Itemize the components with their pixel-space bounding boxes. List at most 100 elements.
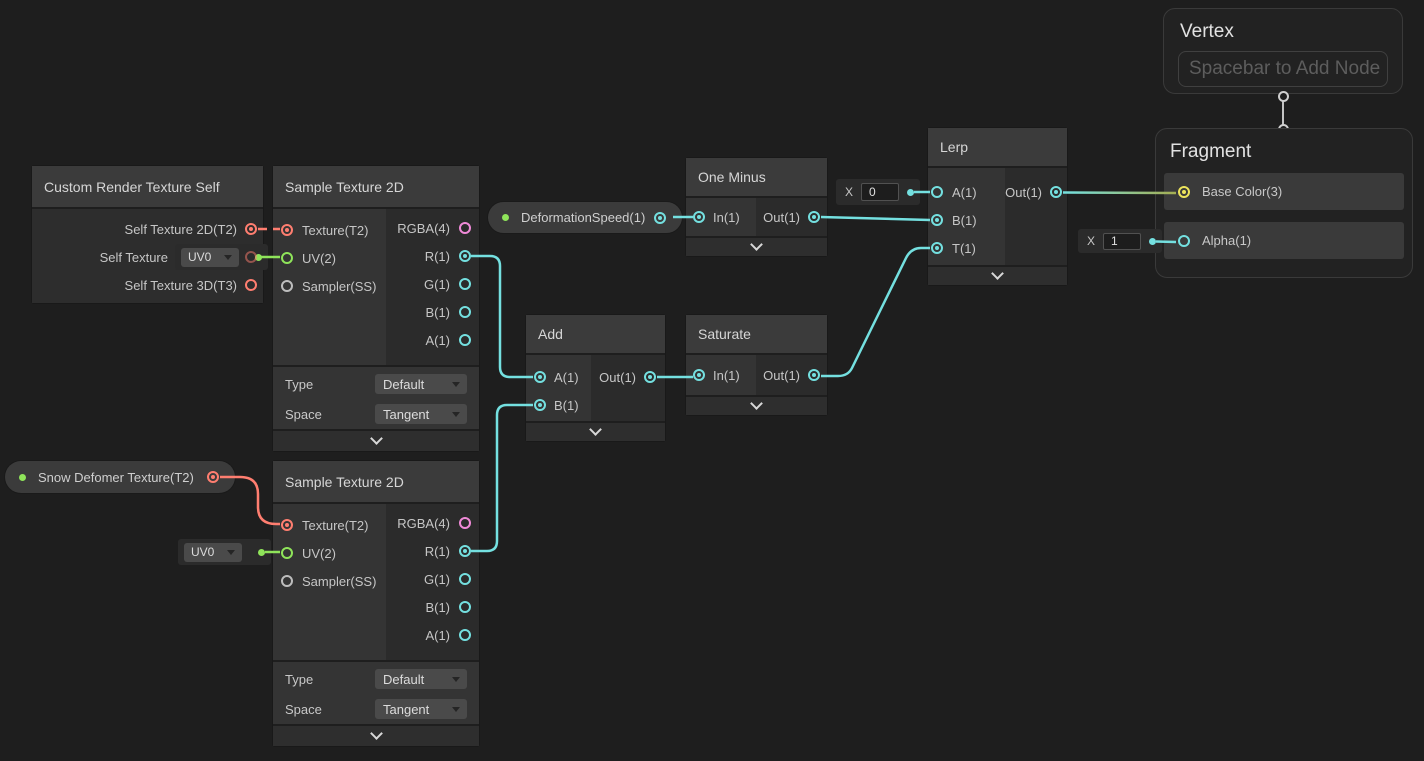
input-port-uv[interactable] [281, 252, 293, 264]
input-port-in[interactable] [693, 369, 705, 381]
input-port-texture[interactable] [281, 224, 293, 236]
node-saturate[interactable]: Saturate In(1) Out(1) [686, 315, 827, 415]
node-sample-texture-2d-top[interactable]: Sample Texture 2D Texture(T2) UV(2) Samp… [273, 166, 479, 451]
uv-channel-dropdown[interactable]: UV0 [184, 542, 242, 562]
space-dropdown[interactable]: Tangent [375, 404, 467, 424]
collapse-button[interactable] [686, 238, 827, 256]
default-value-widget-uv-bottom[interactable]: UV0 [178, 539, 271, 565]
port-label: Base Color(3) [1202, 184, 1283, 199]
property-node-snow-deformer-texture[interactable]: Snow Defomer Texture(T2) [5, 461, 235, 493]
port-label: T(1) [952, 240, 976, 256]
input-port-b[interactable] [534, 399, 546, 411]
wire-saturate-to-lerp-t[interactable] [821, 246, 930, 378]
output-port-r[interactable] [459, 250, 471, 262]
input-port-in[interactable] [693, 211, 705, 223]
output-port-self-texture-cube[interactable] [245, 251, 257, 263]
vertex-context-node[interactable]: Vertex Spacebar to Add Node [1163, 8, 1403, 94]
node-header[interactable]: Saturate [686, 315, 827, 353]
node-header[interactable]: Sample Texture 2D [273, 461, 479, 502]
uv-channel-value: UV0 [191, 545, 215, 559]
node-sample-texture-2d-bottom[interactable]: Sample Texture 2D Texture(T2) UV(2) Samp… [273, 461, 479, 746]
output-port[interactable] [654, 211, 666, 224]
collapse-button[interactable] [273, 431, 479, 451]
input-port-a[interactable] [534, 371, 546, 383]
node-custom-render-texture-self[interactable]: Custom Render Texture Self Self Texture … [32, 166, 263, 303]
input-port-sampler[interactable] [281, 575, 293, 587]
port-label: UV(2) [302, 545, 336, 561]
type-dropdown[interactable]: Default [375, 669, 467, 689]
output-port[interactable] [207, 471, 219, 483]
dropdown-arrow-icon [452, 706, 460, 712]
uv-channel-dropdown[interactable]: UV0 [181, 247, 239, 267]
space-label: Space [285, 701, 322, 717]
space-dropdown[interactable]: Tangent [375, 699, 467, 719]
port-label: In(1) [713, 367, 740, 383]
port-label: Self Texture [99, 249, 168, 265]
port-label: UV(2) [302, 250, 336, 266]
collapse-button[interactable] [928, 267, 1067, 285]
node-add[interactable]: Add A(1) B(1) Out(1) [526, 315, 665, 441]
output-port-b[interactable] [459, 601, 471, 613]
collapse-button[interactable] [526, 423, 665, 441]
type-dropdown[interactable]: Default [375, 374, 467, 394]
input-port-texture[interactable] [281, 519, 293, 531]
output-port-b[interactable] [459, 306, 471, 318]
port-label: B(1) [952, 212, 977, 228]
base-color-slot[interactable]: Base Color(3) [1164, 173, 1404, 210]
default-value-widget-alpha[interactable]: X 1 [1078, 229, 1162, 253]
chevron-down-icon [750, 397, 763, 410]
output-port-out[interactable] [808, 211, 820, 223]
type-label: Type [285, 671, 314, 687]
node-title: One Minus [698, 169, 766, 185]
value-input[interactable]: 1 [1103, 232, 1142, 250]
exposed-property-dot-icon [502, 214, 509, 221]
output-port-rgba[interactable] [459, 222, 471, 234]
node-lerp[interactable]: Lerp A(1) B(1) T(1) Out(1) [928, 128, 1067, 285]
output-port-out[interactable] [1050, 186, 1062, 198]
dropdown-arrow-icon [224, 254, 232, 260]
widget-connector-dot-icon [255, 253, 262, 261]
output-port-self-texture-2d[interactable] [245, 223, 257, 235]
output-port-a[interactable] [459, 629, 471, 641]
wire-r-to-add-a[interactable] [471, 254, 533, 379]
fragment-context-node[interactable]: Fragment Base Color(3) Alpha(1) [1155, 128, 1413, 278]
value-input[interactable]: 0 [861, 183, 900, 201]
input-port-b[interactable] [931, 214, 943, 226]
type-label: Type [285, 376, 314, 392]
default-value-widget-lerp-a[interactable]: X 0 [836, 179, 920, 205]
wire-r-to-add-b[interactable] [471, 403, 533, 553]
input-port-a[interactable] [931, 186, 943, 198]
input-port-base-color[interactable] [1178, 185, 1190, 198]
output-port-out[interactable] [644, 371, 656, 383]
input-port-uv[interactable] [281, 547, 293, 559]
node-header[interactable]: Lerp [928, 128, 1067, 166]
output-port-self-texture-3d[interactable] [245, 279, 257, 291]
output-port-r[interactable] [459, 545, 471, 557]
input-port-sampler[interactable] [281, 280, 293, 292]
property-node-deformation-speed[interactable]: DeformationSpeed(1) [488, 202, 682, 233]
alpha-slot[interactable]: Alpha(1) [1164, 222, 1404, 259]
node-header[interactable]: Sample Texture 2D [273, 166, 479, 207]
port-label: Self Texture 2D(T2) [124, 221, 237, 237]
output-port-g[interactable] [459, 573, 471, 585]
output-port-rgba[interactable] [459, 517, 471, 529]
output-port-a[interactable] [459, 334, 471, 346]
connector-knob-icon [1278, 91, 1289, 102]
node-header[interactable]: One Minus [686, 158, 827, 196]
collapse-button[interactable] [273, 726, 479, 746]
output-port-g[interactable] [459, 278, 471, 290]
chevron-down-icon [991, 267, 1004, 280]
wire-oneminus-to-lerp-b[interactable] [820, 215, 931, 222]
port-label: B(1) [425, 304, 450, 320]
node-header[interactable]: Custom Render Texture Self [32, 166, 263, 207]
input-port-t[interactable] [931, 242, 943, 254]
output-port-out[interactable] [808, 369, 820, 381]
node-one-minus[interactable]: One Minus In(1) Out(1) [686, 158, 827, 256]
collapse-button[interactable] [686, 397, 827, 415]
node-header[interactable]: Add [526, 315, 665, 353]
vertex-fragment-connector [1282, 96, 1284, 130]
widget-connector-dot-icon [258, 548, 265, 556]
port-label: Out(1) [599, 369, 636, 385]
input-port-alpha[interactable] [1178, 234, 1190, 247]
